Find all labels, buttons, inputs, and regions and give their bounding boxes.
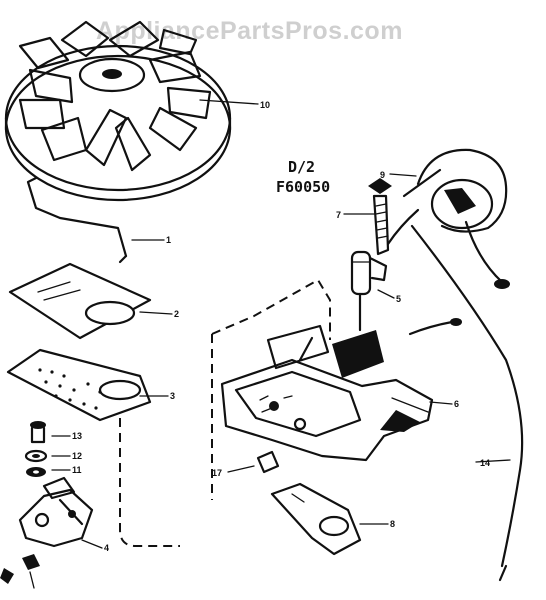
callout-plate: 3 [170,391,175,401]
callout-stator-plate: 6 [454,399,459,409]
washer-12: 12 [24,449,82,463]
callout-washer-b: 11 [72,465,82,475]
callout-breaker-assy: 4 [104,543,109,553]
flywheel: 10 [4,20,270,202]
clip: 17 [212,450,280,478]
watermark-text: AppliancePartsPros.com [96,17,403,45]
gasket: 2 [8,262,179,340]
callout-coil: 9 [380,170,385,180]
callout-condenser: 5 [396,294,401,304]
condenser: 5 [350,250,401,332]
cam-plate: 8 [270,482,395,556]
nut [0,554,40,589]
lead-wire: 14 [410,224,524,582]
callout-screw-small: 13 [72,431,82,441]
callout-cam-plate: 8 [390,519,395,529]
callout-lead-wire: 14 [480,458,490,468]
reference-code-line2: F60050 [276,178,330,196]
screw-13: 13 [30,421,82,444]
callout-washer-a: 12 [72,451,82,461]
dashed-guide-left [119,418,180,547]
callout-clip: 17 [212,468,222,478]
callout-gasket: 2 [174,309,179,319]
stator-plate: 6 [220,318,462,462]
screw-7: 7 [336,178,392,256]
wire-bracket: 1 [26,176,171,264]
reference-code-line1: D/2 [288,158,315,176]
breaker-points-assembly: 4 [18,476,109,553]
ignition-coil: 9 [380,148,510,289]
plate: 3 [6,348,175,422]
callout-bracket: 1 [166,235,171,245]
dashed-guide-upper [211,278,331,340]
washer-11: 11 [26,465,82,477]
callout-screw-top: 7 [336,210,341,220]
callout-flywheel: 10 [260,100,270,110]
